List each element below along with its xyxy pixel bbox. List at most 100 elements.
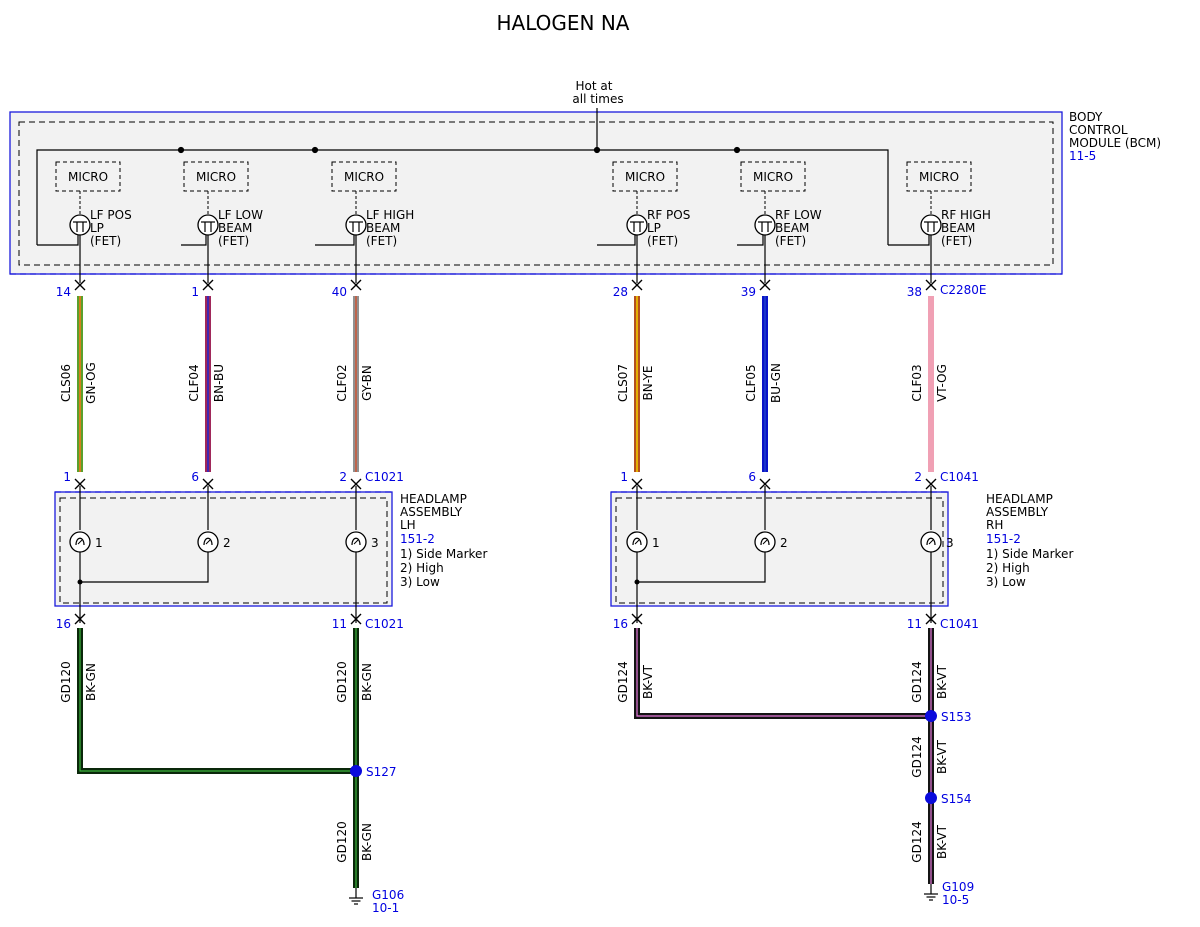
fet-label: (FET)	[90, 234, 121, 248]
ground-ref: 10-1	[372, 901, 399, 915]
ground-id: G109	[942, 880, 974, 894]
hot-label-line1: Hot at	[576, 79, 613, 93]
pin-top: 28	[613, 285, 628, 299]
ground-id: G106	[372, 888, 404, 902]
ground-icon	[924, 884, 938, 901]
ground-wire-stripe	[79, 628, 356, 772]
fet-label: RF LOW	[775, 208, 822, 222]
headlamp-legend: 2) High	[400, 561, 444, 575]
splice-dot	[925, 792, 937, 804]
fet-label: BEAM	[366, 221, 400, 235]
ground-wire-circuit: GD120	[59, 661, 73, 702]
splice-label: S127	[366, 765, 397, 779]
ground-pin: 16	[56, 617, 71, 631]
ground-wire-body	[77, 628, 356, 774]
bulb-icon	[920, 531, 942, 553]
wire-color-label: BU-GN	[769, 363, 783, 403]
wire-circuit-label: CLS07	[616, 364, 630, 402]
wire-circuit-label: CLF02	[335, 364, 349, 401]
pin-top: 14	[56, 285, 71, 299]
bulb-number: 1	[652, 536, 660, 550]
ground-wire-stripe	[636, 628, 931, 717]
bulb-number: 2	[780, 536, 788, 550]
fet-icon	[69, 214, 91, 236]
fet-label: BEAM	[941, 221, 975, 235]
bulb-icon	[626, 531, 648, 553]
pin-bottom: 1	[620, 470, 628, 484]
headlamp-connector-label: C1021	[365, 470, 404, 484]
micro-label: MICRO	[196, 170, 236, 184]
ground-pin: 11	[332, 617, 347, 631]
micro-box	[740, 161, 806, 192]
fet-label: BEAM	[775, 221, 809, 235]
wire-circuit-label: CLF03	[910, 364, 924, 401]
bcm-ref: 11-5	[1069, 149, 1096, 163]
bulb-icon	[69, 531, 91, 553]
ground-wire-circuit: GD120	[335, 821, 349, 862]
fet-label: LP	[647, 221, 661, 235]
fet-icon	[345, 214, 367, 236]
pin-bottom: 2	[339, 470, 347, 484]
headlamp-ref: 151-2	[986, 532, 1021, 546]
splice-label: S153	[941, 710, 972, 724]
bcm-label-line1: BODY	[1069, 110, 1103, 124]
bcm-label-line2: CONTROL	[1069, 123, 1128, 137]
bulb-icon	[345, 531, 367, 553]
ground-wire-color: BK-VT	[935, 664, 949, 699]
ground-pin: 16	[613, 617, 628, 631]
headlamp-legend: 3) Low	[400, 575, 440, 589]
micro-box	[55, 161, 121, 192]
bulb-number: 3	[946, 536, 954, 550]
headlamp-connector-label: C1041	[940, 470, 979, 484]
ground-wire-color: BK-GN	[360, 823, 374, 861]
ground-wire-circuit: GD124	[910, 661, 924, 702]
ground-connector-label: C1021	[365, 617, 404, 631]
pin-top: 38	[907, 285, 922, 299]
pin-top: 39	[741, 285, 756, 299]
splice-label: S154	[941, 792, 972, 806]
wire-stripe	[355, 296, 357, 472]
fet-label: (FET)	[941, 234, 972, 248]
bcm-label-line3: MODULE (BCM)	[1069, 136, 1161, 150]
headlamp-label: HEADLAMP	[400, 492, 467, 506]
ground-connector-label: C1041	[940, 617, 979, 631]
wire-stripe	[79, 296, 81, 472]
fet-label: (FET)	[775, 234, 806, 248]
micro-label: MICRO	[919, 170, 959, 184]
pin-bottom: 6	[748, 470, 756, 484]
fet-label: (FET)	[366, 234, 397, 248]
fet-label: (FET)	[647, 234, 678, 248]
ground-wire-color: BK-VT	[935, 739, 949, 774]
micro-box	[183, 161, 249, 192]
wire-CLF05: 39 6 CLF05 BU-GN	[741, 279, 783, 490]
ground-wire-color: BK-GN	[84, 663, 98, 701]
wire-stripe	[764, 296, 766, 472]
fet-label: LP	[90, 221, 104, 235]
headlamp-label: ASSEMBLY	[400, 505, 463, 519]
wire-color-label: VT-OG	[935, 364, 949, 402]
bcm-connector-label: C2280E	[940, 283, 987, 297]
wire-circuit-label: CLS06	[59, 364, 73, 402]
ground-wire-color: BK-VT	[935, 824, 949, 859]
headlamp-ref: 151-2	[400, 532, 435, 546]
wire-circuit-label: CLF05	[744, 364, 758, 401]
wire-color-label: BN-BU	[212, 364, 226, 402]
micro-label: MICRO	[625, 170, 665, 184]
fet-icon	[754, 214, 776, 236]
micro-label: MICRO	[753, 170, 793, 184]
bulb-number: 3	[371, 536, 379, 550]
